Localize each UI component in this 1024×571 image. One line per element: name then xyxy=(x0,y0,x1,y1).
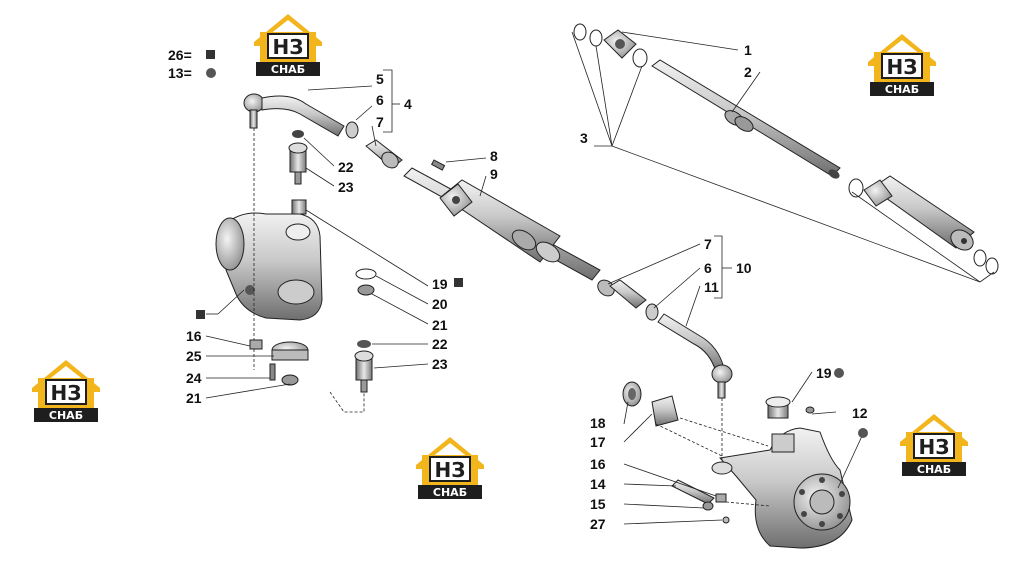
part-label-11: 11 xyxy=(704,279,719,295)
circle-marker-icon xyxy=(858,428,868,438)
steering-knuckle-left xyxy=(215,130,377,393)
part-label-6: 6 xyxy=(376,92,384,108)
part-label-7: 7 xyxy=(704,236,712,252)
part-label-23: 23 xyxy=(432,356,448,372)
part-label-22: 22 xyxy=(338,159,354,175)
part-label-2: 2 xyxy=(744,64,752,80)
watermark-logo: СНАБ xyxy=(899,413,969,477)
circle-marker-icon xyxy=(834,368,844,378)
part-label-8: 8 xyxy=(490,148,498,164)
part-label-20: 20 xyxy=(432,296,448,312)
part-label-18: 18 xyxy=(590,415,606,431)
leader-lines xyxy=(205,31,995,525)
reference-markers xyxy=(196,278,868,438)
part-label-24: 24 xyxy=(186,370,202,386)
legend-square-text: 26= xyxy=(168,47,192,63)
part-label-14: 14 xyxy=(590,476,606,492)
watermark-logo: СНАБ xyxy=(415,436,485,500)
tie-rod-left xyxy=(243,93,403,169)
part-label-16: 16 xyxy=(590,456,606,472)
watermark-logo: СНАБ xyxy=(31,359,101,423)
part-label-7: 7 xyxy=(376,114,384,130)
part-label-17: 17 xyxy=(590,434,606,450)
svg-text:СНАБ: СНАБ xyxy=(885,83,919,96)
svg-text:СНАБ: СНАБ xyxy=(271,63,305,76)
part-label-15: 15 xyxy=(590,496,606,512)
part-label-10: 10 xyxy=(736,260,752,276)
part-label-19: 19 xyxy=(816,365,832,381)
part-label-1: 1 xyxy=(744,42,752,58)
svg-text:СНАБ: СНАБ xyxy=(49,409,83,422)
part-label-23: 23 xyxy=(338,179,354,195)
svg-text:СНАБ: СНАБ xyxy=(433,486,467,499)
svg-text:СНАБ: СНАБ xyxy=(917,463,951,476)
part-label-16: 16 xyxy=(186,328,202,344)
watermark-logo: СНАБ xyxy=(867,33,937,97)
watermark-logo: СНАБ xyxy=(253,13,323,77)
part-label-19: 19 xyxy=(432,276,448,292)
part-label-12: 12 xyxy=(852,405,868,421)
square-marker-icon xyxy=(196,310,205,319)
part-label-25: 25 xyxy=(186,348,202,364)
square-marker-icon xyxy=(454,278,463,287)
steering-knuckle-right xyxy=(622,381,853,549)
legend: 26= 13= xyxy=(168,47,216,81)
part-label-9: 9 xyxy=(490,166,498,182)
legend-circle-text: 13= xyxy=(168,65,192,81)
square-marker-icon xyxy=(206,50,215,59)
tie-rod-right xyxy=(597,279,733,399)
part-labels: 1 2 3 4 5 6 7 8 9 22 23 19 20 21 16 25 2… xyxy=(186,42,868,532)
part-label-6: 6 xyxy=(704,260,712,276)
part-label-21: 21 xyxy=(432,317,448,333)
part-label-22: 22 xyxy=(432,336,448,352)
part-label-27: 27 xyxy=(590,516,606,532)
part-label-21: 21 xyxy=(186,390,202,406)
part-label-3: 3 xyxy=(580,130,588,146)
steering-cylinder-assembly xyxy=(573,23,999,275)
assembly-dashed-lines xyxy=(253,128,771,507)
circle-marker-icon xyxy=(206,68,216,78)
cylinder-part-9 xyxy=(403,159,601,281)
part-label-5: 5 xyxy=(376,71,384,87)
part-label-4: 4 xyxy=(404,96,412,112)
